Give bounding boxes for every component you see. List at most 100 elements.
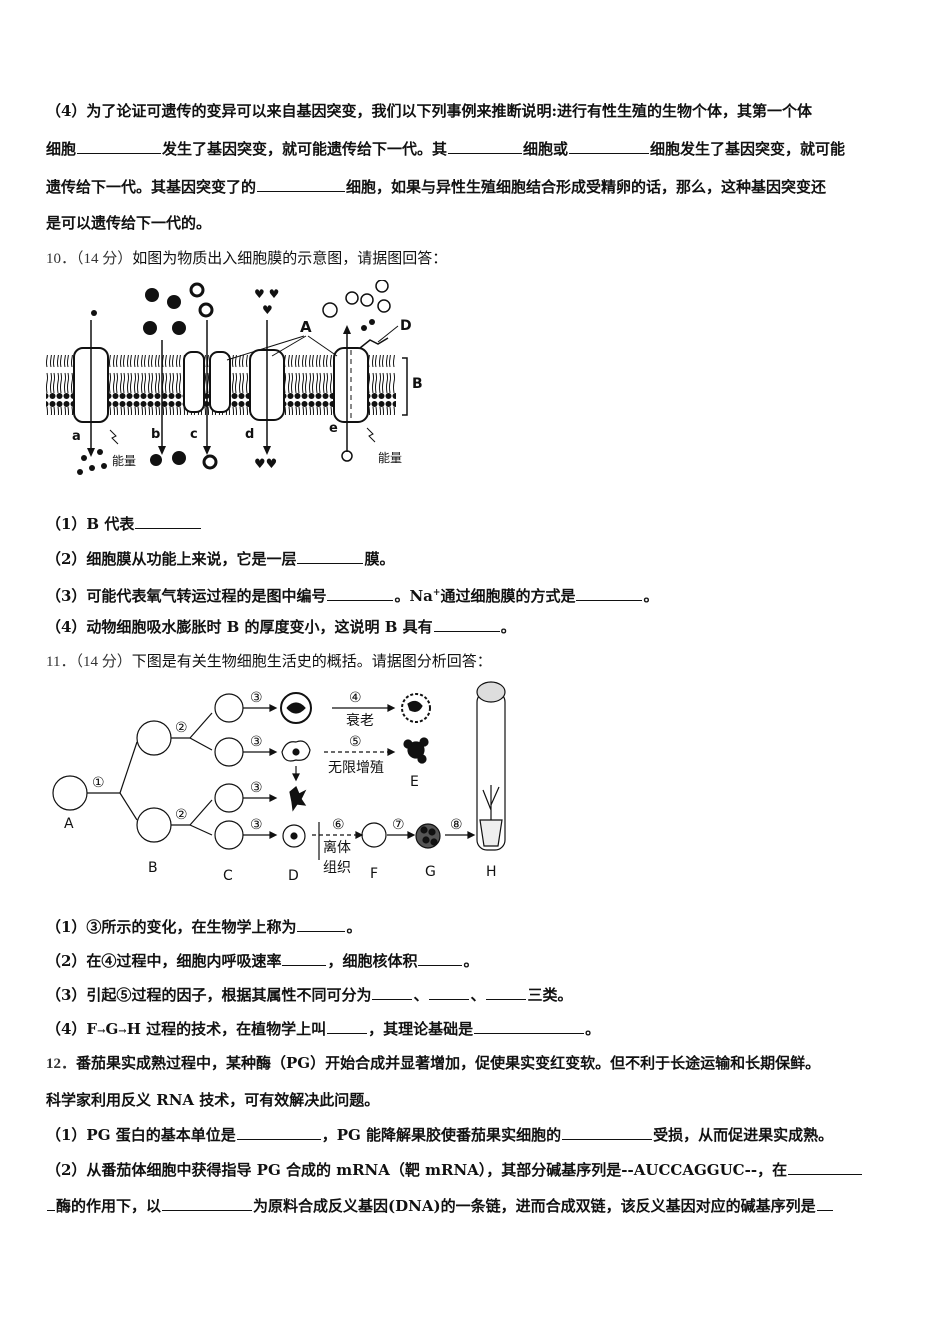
- answer-blank[interactable]: [77, 139, 162, 154]
- q10-sub1: （1）B 代表: [46, 514, 906, 534]
- answer-blank[interactable]: [816, 1196, 833, 1211]
- answer-blank[interactable]: [236, 1125, 321, 1140]
- q9-text: （4）为了论证可遗传的变异可以来自基因突变，我们以下列事例来推断说明:进行有性生…: [46, 102, 812, 120]
- question-stem: 科学家利用反义 RNA 技术，可有效解决此问题。: [46, 1091, 380, 1109]
- question-stem: 下图是有关生物细胞生活史的概括。请据图分析回答：: [131, 652, 492, 670]
- q9-text: 细胞或: [523, 140, 569, 158]
- molecule-e: [322, 302, 338, 318]
- step-2b: ②: [175, 807, 188, 823]
- q10-sub4: （4）动物细胞吸水膨胀时 B 的厚度变小，这说明 B 具有。: [46, 617, 906, 637]
- q11-text: （1）③所示的变化，在生物学上称为: [46, 918, 297, 936]
- cell-F: [361, 822, 387, 848]
- answer-blank[interactable]: [562, 1125, 653, 1140]
- q11-text: 、: [413, 986, 429, 1004]
- q10-sub3: （3）可能代表氧气转运过程的是图中编号。Na+通过细胞膜的方式是。: [46, 583, 906, 606]
- step-5: ⑤: [349, 734, 362, 750]
- energy-arrow-e: [366, 427, 376, 443]
- answer-blank[interactable]: [429, 985, 470, 1000]
- tissue-label: 组织: [323, 860, 351, 876]
- step-6: ⑥: [332, 817, 345, 833]
- q11-text: 、: [470, 986, 486, 1004]
- q11-text: G: [105, 1020, 119, 1038]
- question-number: 10．: [46, 251, 77, 267]
- q12-stem-2: 科学家利用反义 RNA 技术，可有效解决此问题。: [46, 1090, 906, 1110]
- q11-text: 。: [463, 952, 479, 970]
- q12-text: （1）PG 蛋白的基本单位是: [46, 1126, 236, 1144]
- cell-B-bottom: [136, 807, 172, 843]
- q9-line-2: 细胞 发生了基因突变，就可能遗传给下一代。其 细胞或 细胞发生了基因突变，就可能: [46, 139, 906, 159]
- label-G: G: [425, 864, 436, 880]
- answer-blank[interactable]: [162, 1196, 253, 1211]
- q11-sub1: （1）③所示的变化，在生物学上称为 。: [46, 917, 906, 937]
- q9-line-4: 是可以遗传给下一代的。: [46, 213, 906, 233]
- q11-sub3: （3）引起⑤过程的因子，根据其属性不同可分为、、三类。: [46, 985, 906, 1005]
- q12-sub2-cont: 酶的作用下，以 为原料合成反义基因(DNA)的一条链，进而合成双链，该反义基因对应…: [46, 1196, 906, 1216]
- step-4: ④: [349, 690, 362, 706]
- label-C: C: [223, 868, 233, 884]
- step-7: ⑦: [392, 817, 405, 833]
- cell-C3: [214, 783, 244, 813]
- q9-text: 发生了基因突变，就可能遗传给下一代。其: [162, 140, 448, 158]
- answer-blank[interactable]: [788, 1160, 863, 1175]
- step-3a: ③: [250, 690, 263, 706]
- question-score: （14 分）: [75, 654, 132, 670]
- answer-blank[interactable]: [327, 1019, 368, 1034]
- label-A: A: [64, 816, 74, 832]
- q12-text: 受损，从而促进果实成熟。: [653, 1126, 834, 1144]
- q9-text: 是可以遗传给下一代的。: [46, 214, 212, 232]
- q10-text: （3）可能代表氧气转运过程的是图中编号: [46, 587, 327, 605]
- energy-arrow-a: [109, 429, 119, 445]
- q10-text: 通过细胞膜的方式是: [440, 587, 576, 605]
- answer-blank[interactable]: [418, 951, 463, 966]
- label-d: d: [245, 427, 254, 442]
- question-stem: 番茄果实成熟过程中，某种酶（PG）开始合成并显著增加，促使果实变红变软。但不利于…: [76, 1054, 821, 1072]
- arrow-text: →: [97, 1026, 106, 1037]
- q12-stem: 12．番茄果实成熟过程中，某种酶（PG）开始合成并显著增加，促使果实变红变软。但…: [46, 1053, 906, 1074]
- q9-text: 细胞发生了基因突变，就可能: [650, 140, 846, 158]
- step-1: ①: [92, 775, 105, 791]
- q10-text: （1）B 代表: [46, 515, 135, 533]
- answer-blank[interactable]: [448, 139, 523, 154]
- answer-blank[interactable]: [433, 617, 500, 632]
- q10-sub2: （2）细胞膜从功能上来说，它是一层膜。: [46, 549, 906, 569]
- answer-blank[interactable]: [576, 586, 643, 601]
- label-D: D: [400, 318, 412, 334]
- answer-blank[interactable]: [372, 985, 413, 1000]
- q10-text: 。: [643, 587, 659, 605]
- q11-text: （2）在④过程中，细胞内呼吸速率: [46, 952, 282, 970]
- label-e: e: [329, 421, 338, 436]
- label-D: D: [288, 868, 299, 884]
- question-score: （14 分）: [76, 251, 133, 267]
- cell-lifecycle-figure: ① ② ② ③ ③ ③ ③ ④ 衰老 ⑤ 无限增殖 ⑥ 离体 组织 ⑦ ⑧ A …: [52, 681, 506, 884]
- answer-blank[interactable]: [135, 514, 202, 529]
- question-stem: 如图为物质出入细胞膜的示意图，请据图回答：: [132, 249, 448, 267]
- molecule-c: [189, 282, 205, 298]
- label-H: H: [486, 864, 497, 880]
- q11-text: 。: [346, 918, 362, 936]
- q10-text: （2）细胞膜从功能上来说，它是一层: [46, 550, 297, 568]
- answer-blank[interactable]: [569, 139, 650, 154]
- step-3b: ③: [250, 734, 263, 750]
- q12-text: 为原料合成反义基因(DNA)的一条链，进而合成双链，该反义基因对应的碱基序列是: [253, 1197, 816, 1215]
- isolated-label: 离体: [323, 839, 351, 856]
- answer-blank[interactable]: [47, 1196, 55, 1211]
- cell-C4: [214, 820, 244, 850]
- q11-text: （4）F: [46, 1020, 98, 1038]
- unlimited-growth-label: 无限增殖: [328, 759, 384, 776]
- q9-text: 细胞: [46, 140, 77, 158]
- q10-text: 。Na: [394, 587, 433, 605]
- answer-blank[interactable]: [257, 177, 346, 192]
- q11-text: ，其理论基础是: [368, 1020, 474, 1038]
- answer-blank[interactable]: [474, 1019, 585, 1034]
- membrane-transport-figure: B a 能量 b c ♥ ♥ ♥ d ♥♥ A D e 能量: [46, 280, 422, 475]
- q10-stem: 10．（14 分）如图为物质出入细胞膜的示意图，请据图回答：: [46, 248, 906, 269]
- q10-text: （4）动物细胞吸水膨胀时 B 的厚度变小，这说明 B 具有: [46, 618, 433, 636]
- answer-blank[interactable]: [282, 951, 327, 966]
- answer-blank[interactable]: [486, 985, 527, 1000]
- answer-blank[interactable]: [297, 549, 364, 564]
- q12-text: 酶的作用下，以: [56, 1197, 162, 1215]
- answer-blank[interactable]: [297, 917, 346, 932]
- answer-blank[interactable]: [327, 586, 394, 601]
- q9-line-1: （4）为了论证可遗传的变异可以来自基因突变，我们以下列事例来推断说明:进行有性生…: [46, 101, 906, 121]
- q12-sub2: （2）从番茄体细胞中获得指导 PG 合成的 mRNA（靶 mRNA），其部分碱基…: [46, 1160, 906, 1180]
